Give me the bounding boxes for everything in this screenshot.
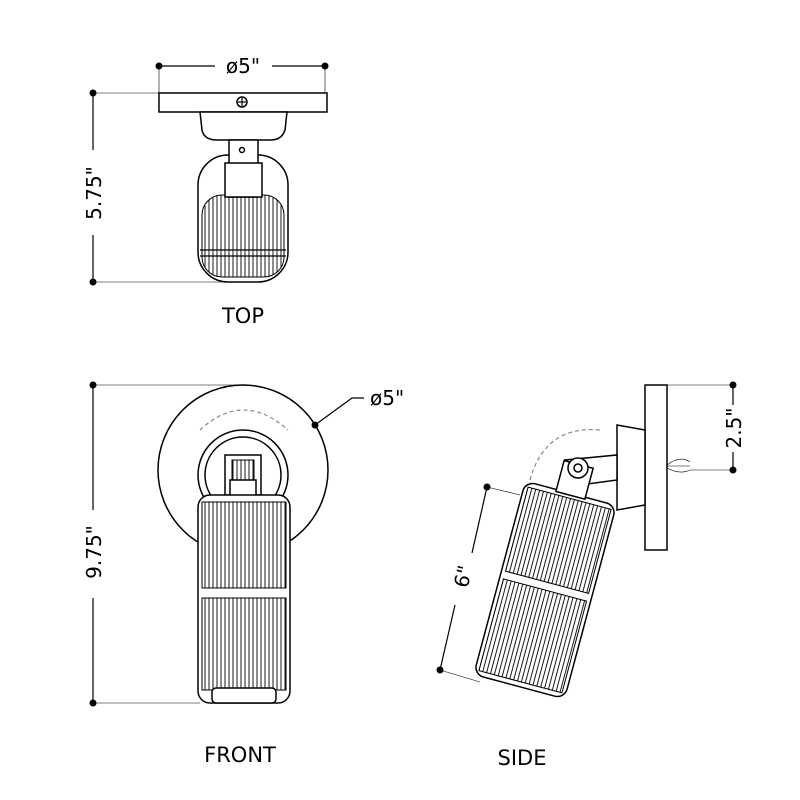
top-width-label: ø5": [226, 54, 260, 78]
side-view-title: SIDE: [498, 746, 547, 770]
front-view-title: FRONT: [204, 743, 276, 767]
top-height-label: 5.75": [82, 166, 106, 220]
side-canopy-plate: [644, 384, 668, 551]
tilt-arrow-icon: [529, 428, 601, 481]
front-view: 9.75" ø5" FRONT: [82, 381, 404, 767]
rotation-arrow-icon: [199, 409, 289, 431]
front-height-dimension: 9.75": [82, 381, 243, 707]
wire-icon: [666, 458, 691, 473]
top-height-dimension: 5.75": [82, 89, 240, 286]
front-height-label: 9.75": [82, 525, 106, 579]
front-diameter-callout: ø5": [311, 386, 404, 429]
front-diameter-label: ø5": [370, 386, 404, 410]
side-depth-dimension: 2.5": [645, 381, 746, 474]
top-view-title: TOP: [221, 304, 264, 328]
top-mount-base: [199, 111, 288, 141]
side-length-label: 6": [449, 563, 477, 590]
top-knuckle: [224, 162, 263, 198]
side-view: 2.5" 6" SIDE: [436, 381, 746, 770]
side-cylinder: [475, 459, 615, 698]
top-width-dimension: ø5": [155, 54, 329, 93]
side-mount-base: [616, 424, 646, 511]
side-depth-label: 2.5": [722, 407, 746, 448]
top-view: ø5" 5.75" TOP: [82, 54, 329, 328]
side-length-dimension: 6": [436, 483, 521, 683]
